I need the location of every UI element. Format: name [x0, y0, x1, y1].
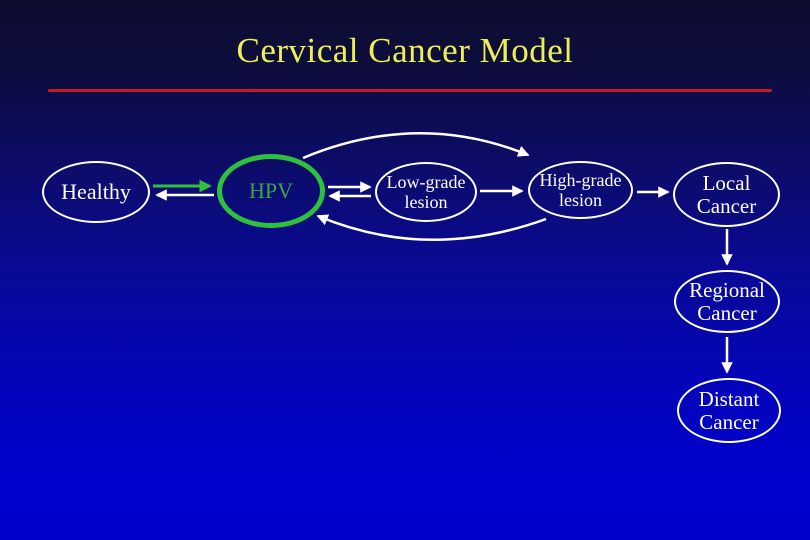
- node-low-grade-label-line1: Low-grade: [386, 171, 466, 192]
- node-high-grade-lesion: High-grade lesion: [528, 161, 633, 219]
- node-local-cancer-label-line2: Cancer: [696, 193, 757, 218]
- title-divider-line: [48, 89, 772, 92]
- node-healthy: Healthy: [42, 161, 150, 223]
- node-regional-cancer-label-line1: Regional: [689, 277, 765, 302]
- slide-title: Cervical Cancer Model: [236, 31, 574, 70]
- node-hpv-label: HPV: [248, 178, 293, 203]
- node-regional-cancer-label-line2: Cancer: [697, 300, 757, 325]
- node-low-grade-label-line2: lesion: [404, 192, 448, 212]
- arc-arrow-hpv-to-high-grade: [302, 132, 530, 160]
- node-local-cancer: Local Cancer: [673, 162, 780, 227]
- node-healthy-label: Healthy: [61, 179, 131, 204]
- node-high-grade-label-line2: lesion: [559, 190, 602, 210]
- node-high-grade-label-line1: High-grade: [539, 169, 622, 190]
- node-regional-cancer: Regional Cancer: [674, 270, 780, 333]
- node-distant-cancer-label-line1: Distant: [698, 386, 760, 411]
- node-low-grade-lesion: Low-grade lesion: [375, 162, 477, 222]
- node-hpv: HPV: [217, 154, 325, 228]
- node-local-cancer-label-line1: Local: [702, 170, 751, 195]
- node-distant-cancer: Distant Cancer: [677, 378, 781, 443]
- node-distant-cancer-label-line2: Cancer: [699, 409, 759, 434]
